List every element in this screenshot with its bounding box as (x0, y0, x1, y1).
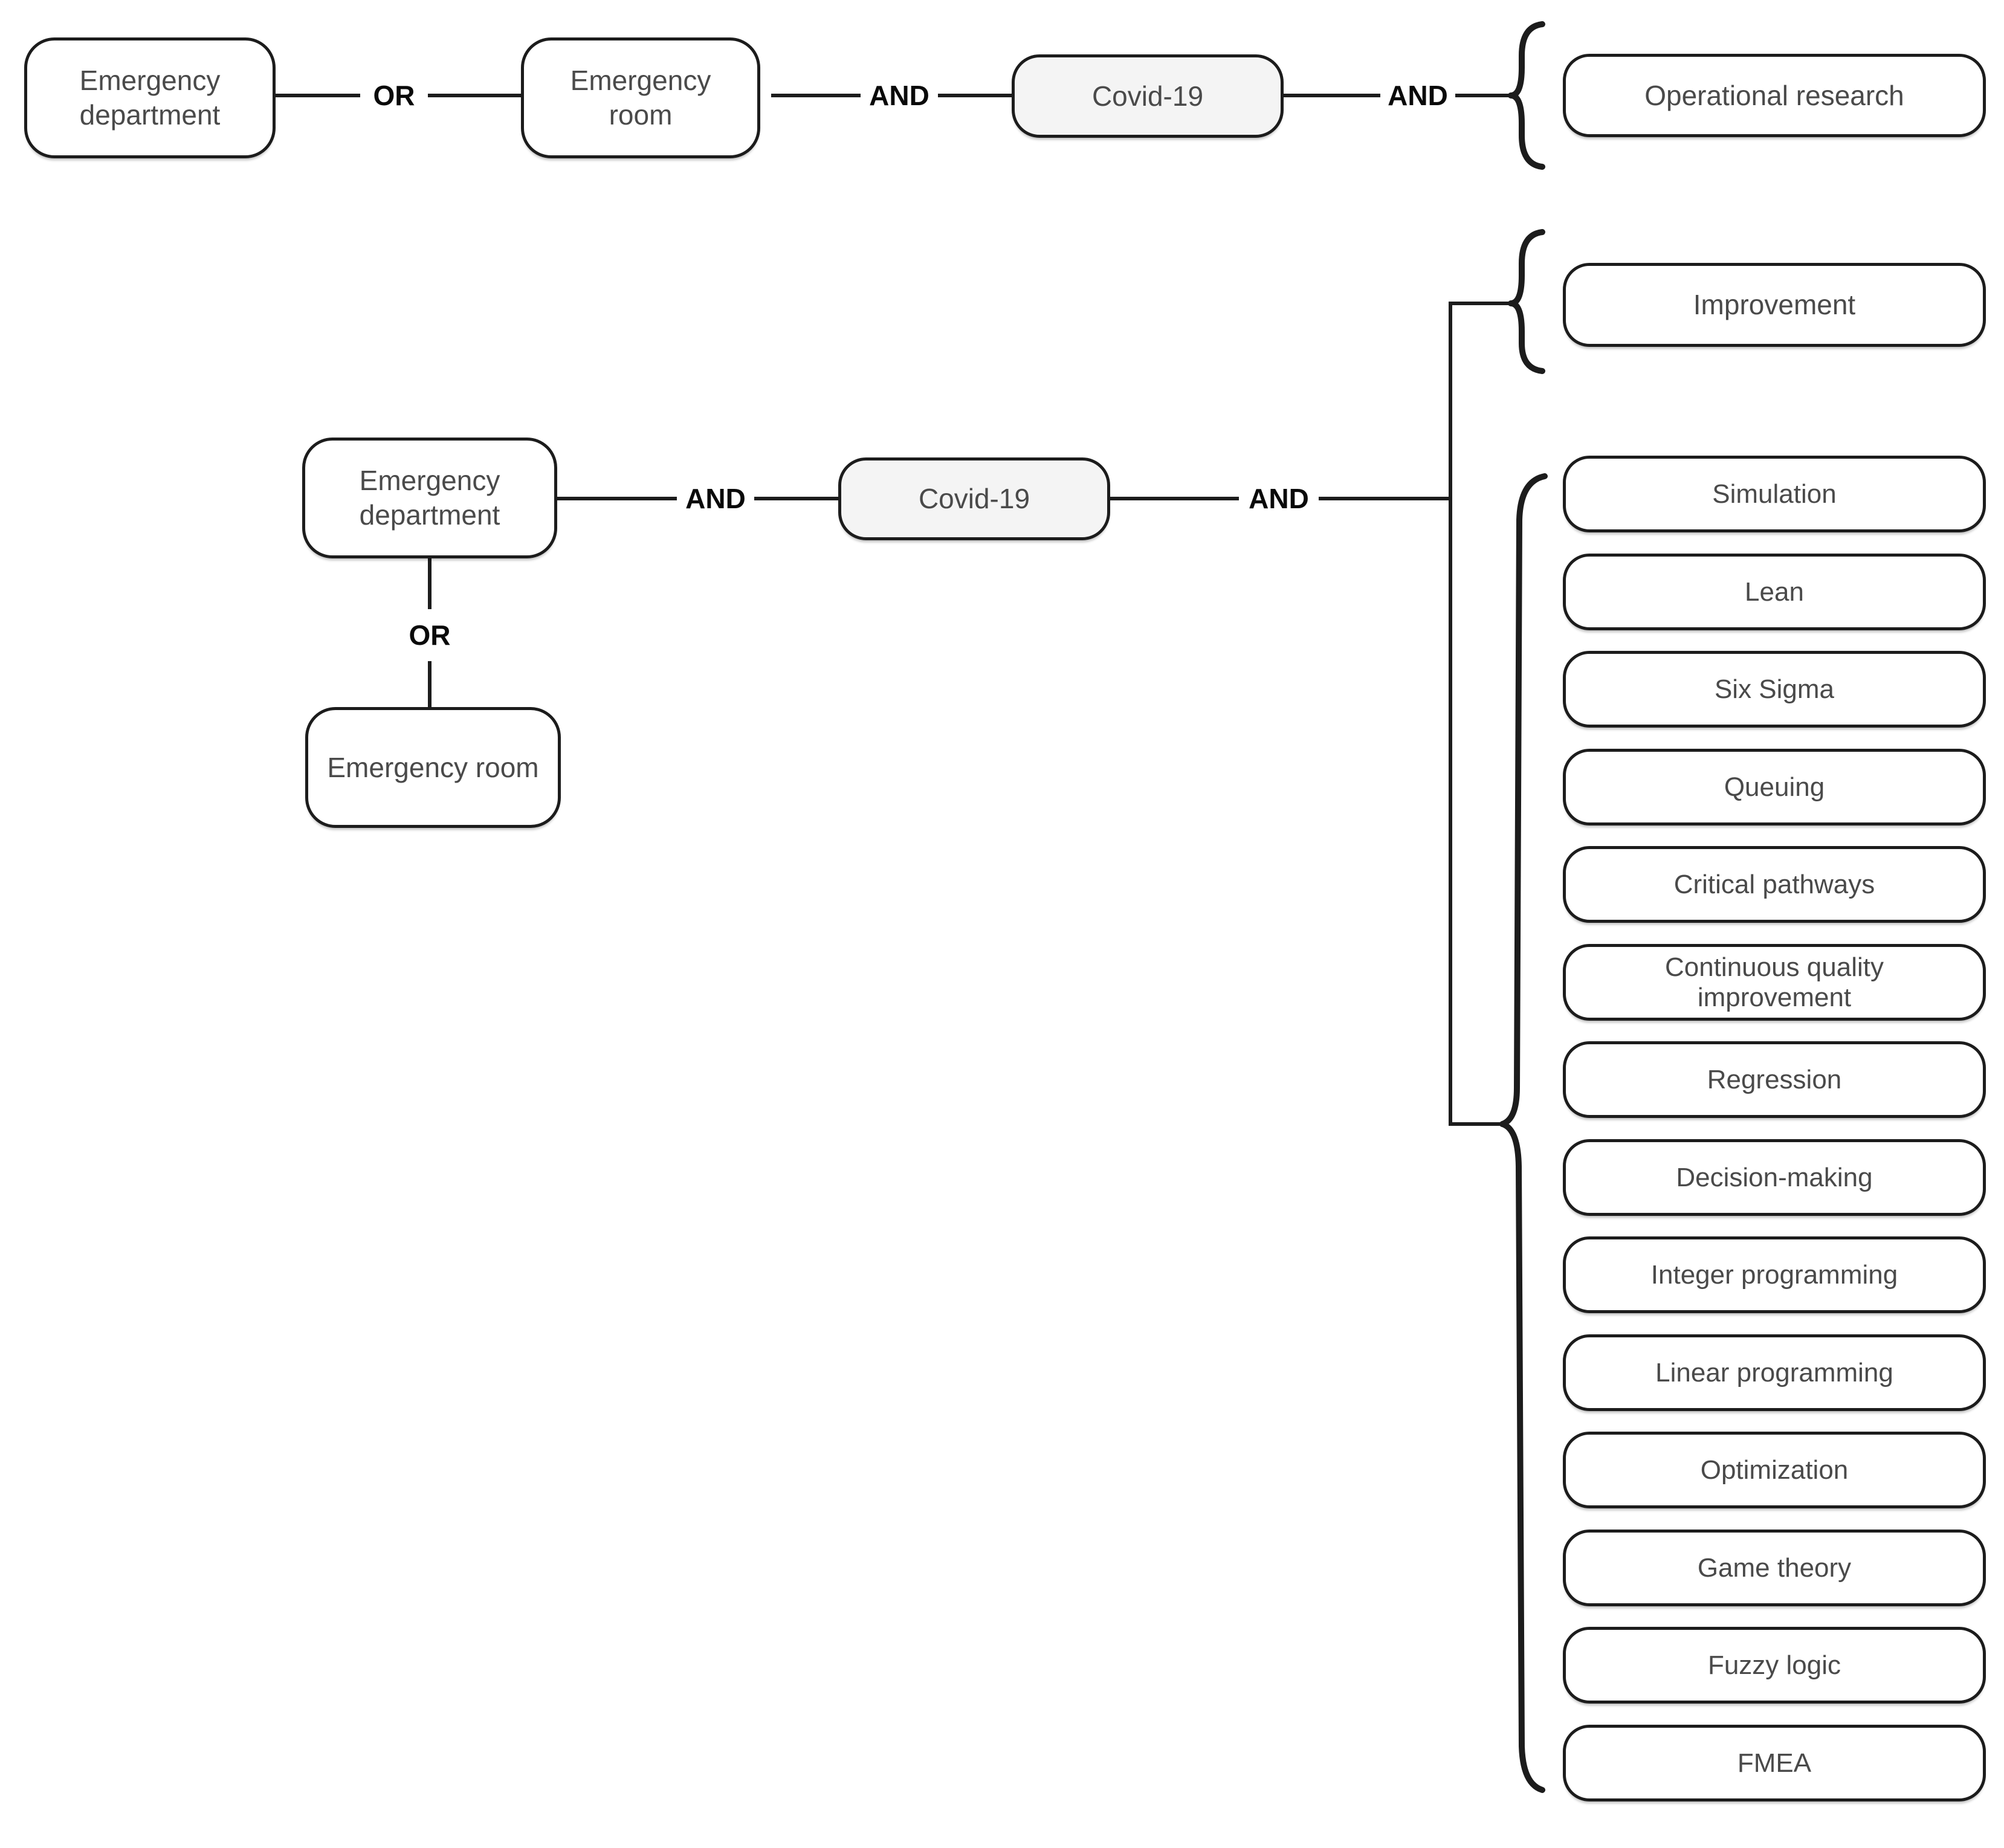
method-label: Critical pathways (1673, 869, 1875, 899)
term-box-improvement: Improvement (1563, 263, 1986, 347)
method-box: Critical pathways (1563, 846, 1986, 923)
term-box-emergency-room: Emergency room (521, 37, 760, 158)
term-label: Emergency department (359, 465, 500, 531)
curly-brace-methods (1499, 473, 1548, 1793)
term-label: Emergency room (327, 751, 539, 783)
method-label: Fuzzy logic (1707, 1650, 1841, 1680)
method-label: Linear programming (1655, 1357, 1893, 1388)
term-label: Emergency room (570, 65, 711, 131)
term-box-emergency-department: Emergency department (24, 37, 276, 158)
operator-and: AND (1388, 80, 1448, 111)
curly-brace-improvement (1508, 229, 1545, 374)
operator-and: AND (685, 483, 746, 514)
term-box-covid-19: Covid-19 (838, 457, 1110, 540)
operator-and: AND (869, 80, 929, 111)
method-box: Lean (1563, 554, 1986, 630)
term-box-emergency-room: Emergency room (305, 707, 561, 828)
method-label: Game theory (1697, 1552, 1852, 1583)
method-box: Simulation (1563, 456, 1986, 532)
term-label: Covid-19 (918, 483, 1030, 514)
method-box: Integer programming (1563, 1236, 1986, 1313)
term-label: Emergency department (79, 65, 221, 131)
term-label: Improvement (1693, 289, 1856, 320)
method-box: Decision-making (1563, 1139, 1986, 1216)
method-label: Decision-making (1676, 1162, 1873, 1192)
method-label: Queuing (1724, 772, 1825, 802)
method-label: Regression (1707, 1064, 1842, 1094)
term-box-emergency-department: Emergency department (302, 438, 557, 558)
method-label: Six Sigma (1714, 674, 1835, 704)
method-box: Continuous quality improvement (1563, 944, 1986, 1021)
method-label: Simulation (1712, 479, 1837, 509)
method-label: Lean (1745, 577, 1804, 607)
method-label: Integer programming (1650, 1259, 1898, 1290)
method-label: FMEA (1737, 1748, 1812, 1778)
method-box: Game theory (1563, 1530, 1986, 1606)
method-box: Linear programming (1563, 1334, 1986, 1411)
operator-or: OR (373, 80, 415, 111)
trunk-connector (1449, 302, 1509, 1126)
curly-brace-operational-research (1508, 21, 1545, 170)
method-box: Fuzzy logic (1563, 1627, 1986, 1704)
method-box: Optimization (1563, 1432, 1986, 1508)
term-label: Operational research (1644, 79, 1904, 111)
method-box: Regression (1563, 1041, 1986, 1118)
term-box-covid-19: Covid-19 (1012, 54, 1284, 138)
method-box: FMEA (1563, 1725, 1986, 1801)
method-box: Six Sigma (1563, 651, 1986, 728)
method-label: Optimization (1700, 1455, 1849, 1485)
method-label: Continuous quality improvement (1664, 952, 1884, 1012)
term-label: Covid-19 (1091, 80, 1204, 112)
method-box: Queuing (1563, 749, 1986, 825)
operator-or: OR (409, 619, 451, 651)
operator-and: AND (1249, 483, 1309, 514)
term-box-operational-research: Operational research (1563, 54, 1986, 137)
